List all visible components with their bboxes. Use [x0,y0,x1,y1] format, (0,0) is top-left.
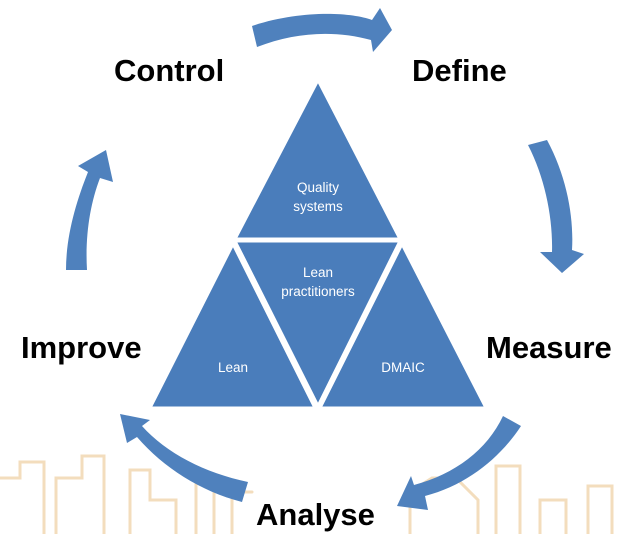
triangle-top-label-line2: systems [293,199,343,214]
arrow-control-to-define-icon [252,8,392,52]
triangle-right-label: DMAIC [381,360,425,375]
phase-label-improve: Improve [21,330,142,365]
triangle-right [317,240,489,410]
triangle-left [147,240,318,410]
triangle-top [232,76,403,241]
cycle-arrows [66,8,584,510]
arrow-analyse-to-improve-icon [120,414,248,502]
arrow-define-to-measure-icon [528,140,584,273]
triangle-left-label: Lean [218,360,248,375]
phase-label-analyse: Analyse [256,497,375,532]
phase-label-control: Control [114,53,225,88]
phase-label-define: Define [412,53,507,88]
triangle-top-label-line1: Quality [297,180,339,195]
arrow-improve-to-control-icon [66,150,113,270]
arrow-measure-to-analyse-icon [397,416,521,510]
triangle-center-label-line1: Lean [303,265,333,280]
triangle-center [232,239,403,410]
triangle-group [147,76,489,410]
phase-label-measure: Measure [486,330,612,365]
triangle-center-label-line2: practitioners [281,284,355,299]
